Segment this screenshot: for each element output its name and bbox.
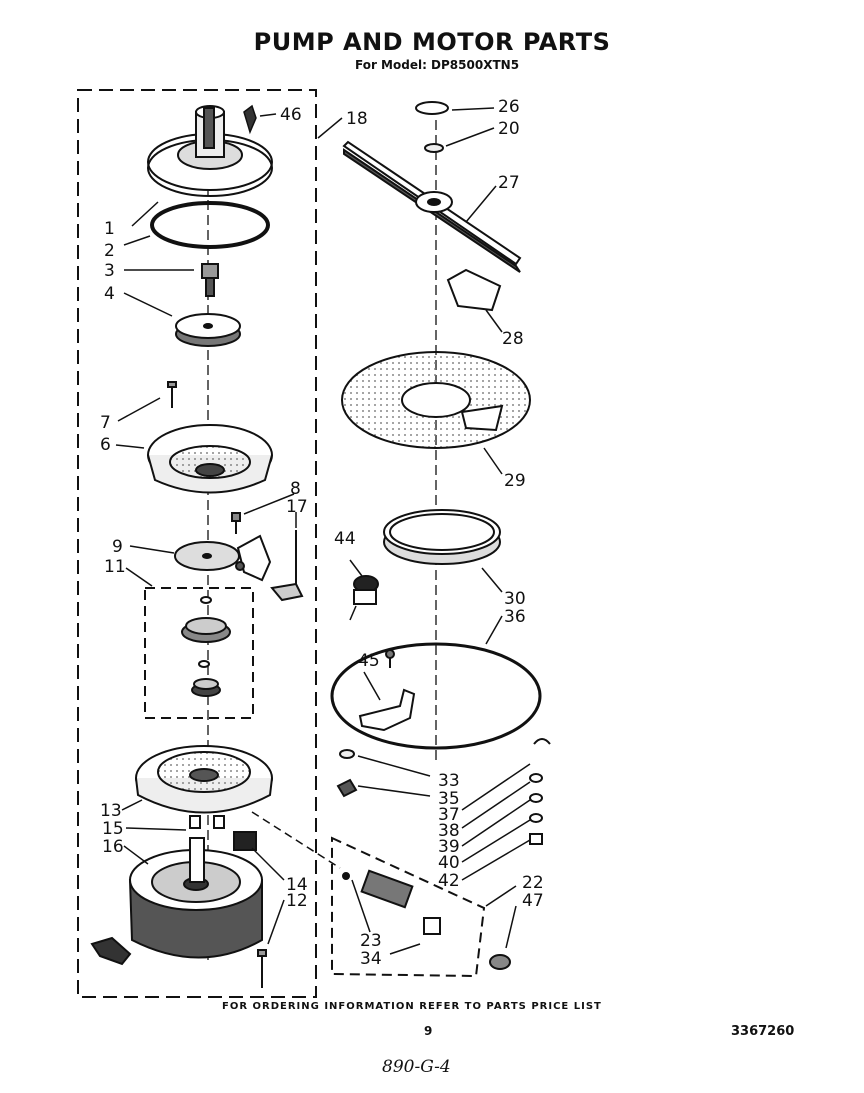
spray-arm-part-27 [342, 140, 522, 273]
clip-part-14 [233, 831, 257, 851]
label-part-26: 26 [498, 97, 520, 117]
label-part-35: 35 [438, 789, 460, 809]
label-part-47: 47 [522, 891, 544, 911]
label-part-37: 37 [438, 805, 460, 825]
label-part-34: 34 [360, 949, 382, 969]
bolt-part-3 [201, 263, 219, 297]
label-part-33: 33 [438, 771, 460, 791]
label-part-44: 44 [334, 529, 356, 549]
motor-mount-part-13 [135, 745, 273, 814]
label-part-29: 29 [504, 471, 526, 491]
pump-body-part-6 [147, 424, 273, 494]
label-part-14: 14 [286, 875, 308, 895]
rod-part-17 [270, 530, 304, 602]
screw-part-8 [231, 512, 241, 534]
seal-ring-part-36 [330, 642, 542, 750]
valve-assembly-box [331, 836, 486, 978]
label-part-15: 15 [102, 819, 124, 839]
ring-seal-part-2 [150, 201, 270, 249]
label-part-9: 9 [112, 537, 123, 557]
label-part-17: 17 [286, 497, 308, 517]
label-part-46: 46 [280, 105, 302, 125]
label-part-6: 6 [100, 435, 111, 455]
label-part-27: 27 [498, 173, 520, 193]
chopper-assembly-part-11 [181, 596, 231, 697]
filter-screen-part-29 [341, 351, 531, 449]
washer-part-20 [424, 143, 444, 153]
fastener-stack [529, 738, 551, 845]
motor-part-16 [90, 837, 263, 966]
label-part-11: 11 [104, 557, 126, 577]
label-part-28: 28 [502, 329, 524, 349]
label-part-13: 13 [100, 801, 122, 821]
clip-part-46 [243, 104, 257, 135]
cap-part-47 [489, 954, 511, 970]
bracket-part-45 [358, 649, 416, 732]
handwritten-note: 890-G-4 [382, 1057, 451, 1077]
left-assembly-boundary [77, 89, 317, 998]
label-part-45: 45 [358, 651, 380, 671]
label-part-18: 18 [346, 109, 368, 129]
label-part-42: 42 [438, 871, 460, 891]
label-part-2: 2 [104, 241, 115, 261]
ring-part-30 [383, 509, 501, 565]
page-title: PUMP AND MOTOR PARTS [253, 28, 611, 56]
cap-part-26 [415, 101, 449, 115]
impeller-disk-part-4 [175, 313, 241, 347]
label-part-22: 22 [522, 873, 544, 893]
label-part-12: 12 [286, 891, 308, 911]
label-part-16: 16 [102, 837, 124, 857]
label-part-1: 1 [104, 219, 115, 239]
document-number: 3367260 [731, 1024, 795, 1039]
label-part-38: 38 [438, 821, 460, 841]
pegs-part-15 [189, 815, 225, 829]
plate-part-9 [174, 534, 272, 582]
sensor-part-44 [353, 575, 379, 605]
ordering-info-note: FOR ORDERING INFORMATION REFER TO PARTS … [222, 1001, 602, 1012]
washer-part-33 [339, 749, 355, 759]
label-part-39: 39 [438, 837, 460, 857]
label-part-7: 7 [100, 413, 111, 433]
label-part-23: 23 [360, 931, 382, 951]
valve-part-23 [342, 869, 441, 935]
label-part-8: 8 [290, 479, 301, 499]
leader-lines [115, 107, 531, 955]
deflector-part-28 [446, 268, 502, 312]
label-part-40: 40 [438, 853, 460, 873]
label-part-4: 4 [104, 284, 115, 304]
label-part-30: 30 [504, 589, 526, 609]
clip-part-35 [336, 778, 358, 798]
chopper-assembly-box [144, 587, 254, 719]
pump-housing [147, 105, 273, 197]
screw-part-12 [257, 949, 267, 988]
label-part-36: 36 [504, 607, 526, 627]
label-part-3: 3 [104, 261, 115, 281]
model-subtitle: For Model: DP8500XTN5 [355, 58, 520, 72]
label-part-20: 20 [498, 119, 520, 139]
part-number-labels: 1 2 3 4 7 6 8 17 9 11 13 15 16 14 12 46 … [100, 97, 544, 969]
screw-part-7 [167, 381, 177, 408]
page-number: 9 [424, 1024, 433, 1038]
